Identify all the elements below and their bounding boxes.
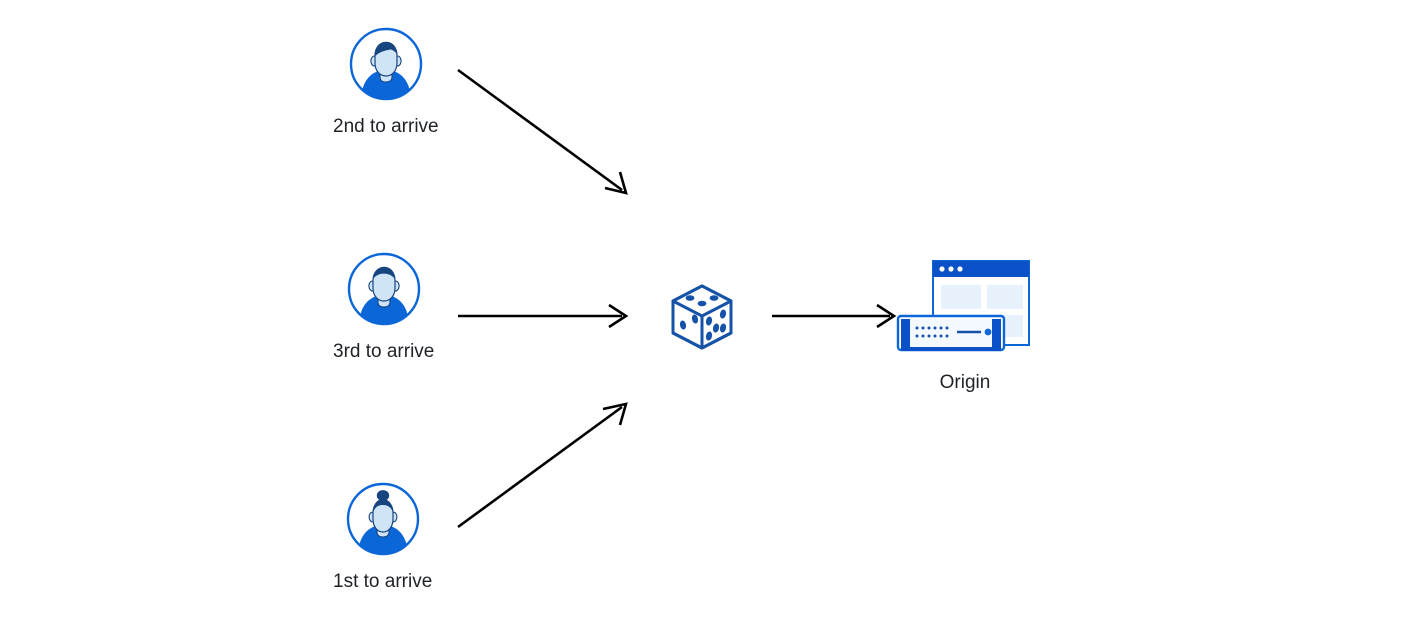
- server-appliance-icon: [896, 314, 1006, 352]
- client-node-1st[interactable]: 1st to arrive: [333, 480, 432, 594]
- client-label-3rd: 3rd to arrive: [333, 341, 435, 362]
- client-label-2nd: 2nd to arrive: [333, 116, 439, 137]
- arrow-3rd-to-dice-head: [608, 303, 629, 329]
- user-avatar-male-icon: [345, 250, 423, 328]
- arrow-2nd-to-dice-line: [457, 68, 623, 192]
- user-avatar-female-icon: [344, 480, 422, 558]
- arrow-2nd-to-dice-head: [604, 171, 628, 195]
- client-label-1st: 1st to arrive: [333, 571, 433, 592]
- origin-server-icon: [895, 258, 1035, 363]
- load-balancer-node[interactable]: [657, 272, 747, 362]
- dice-icon: [657, 272, 747, 362]
- client-node-3rd[interactable]: 3rd to arrive: [333, 250, 434, 364]
- origin-node[interactable]: Origin: [895, 258, 1035, 395]
- user-avatar-male-icon: [347, 25, 425, 103]
- arrow-1st-to-dice-line: [457, 405, 623, 529]
- origin-label: Origin: [939, 372, 991, 393]
- arrow-1st-to-dice-head: [602, 402, 628, 426]
- arrow-dice-to-origin-head: [876, 303, 897, 329]
- client-node-2nd[interactable]: 2nd to arrive: [333, 25, 439, 139]
